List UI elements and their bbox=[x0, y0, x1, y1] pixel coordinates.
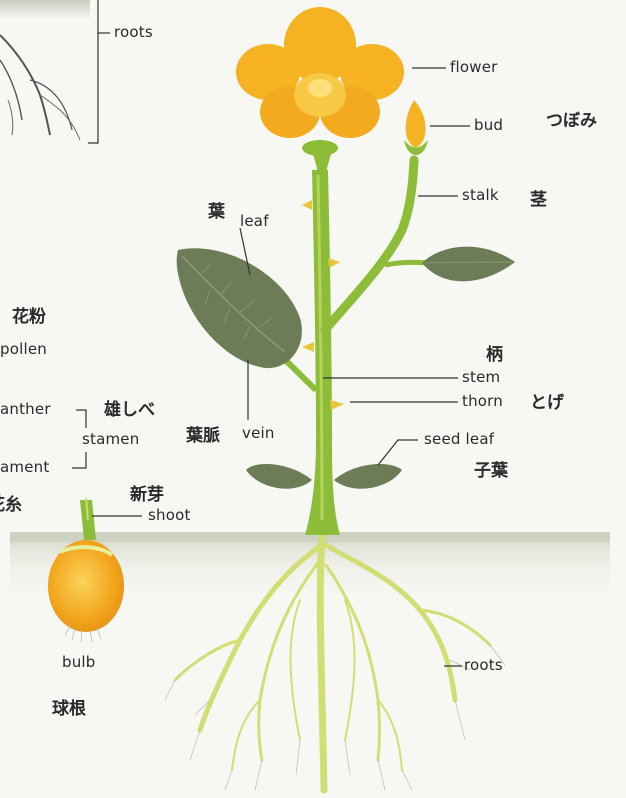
flower-head bbox=[236, 7, 404, 172]
leaf-jp-label: 葉 bbox=[208, 197, 225, 222]
bulb-label: bulb bbox=[62, 653, 96, 671]
stamen-label: stamen bbox=[82, 430, 139, 448]
seed-leaf-jp-label: 子葉 bbox=[474, 456, 508, 481]
flower-label: flower bbox=[450, 58, 498, 76]
filament-label: ament bbox=[0, 458, 49, 476]
bud-jp-label: つぼみ bbox=[546, 106, 597, 131]
vein-label: vein bbox=[242, 424, 275, 442]
filament-jp-label: 花糸 bbox=[0, 490, 22, 515]
vein-jp-label: 葉脈 bbox=[186, 421, 220, 446]
bulb-jp-label: 球根 bbox=[52, 694, 86, 719]
bud-shape bbox=[404, 100, 428, 155]
thorn-jp-label: とげ bbox=[530, 388, 564, 413]
bulb-shape bbox=[48, 498, 124, 642]
roots-top-label: roots bbox=[114, 23, 153, 41]
shoot-jp-label: 新芽 bbox=[130, 480, 164, 505]
stalk-jp-label: 茎 bbox=[530, 185, 547, 210]
stamen-jp-label: 雄しべ bbox=[104, 395, 155, 420]
bud-label: bud bbox=[474, 116, 503, 134]
stalk-label: stalk bbox=[462, 186, 499, 204]
seed-leaf-label: seed leaf bbox=[424, 430, 494, 448]
top-roots-fragment bbox=[0, 0, 110, 143]
stem-label: stem bbox=[462, 368, 500, 386]
anther-label: anther bbox=[0, 400, 51, 418]
pollen-jp-label: 花粉 bbox=[12, 302, 46, 327]
bud-stalk bbox=[325, 160, 414, 330]
roots-bottom-label: roots bbox=[464, 656, 503, 674]
shoot-label: shoot bbox=[148, 506, 191, 524]
stem-jp-label: 柄 bbox=[486, 340, 503, 365]
right-leaf bbox=[422, 247, 515, 282]
large-leaf bbox=[177, 248, 302, 368]
pollen-label: pollen bbox=[0, 340, 47, 358]
thorn-label: thorn bbox=[462, 392, 503, 410]
leaf-label: leaf bbox=[240, 212, 269, 230]
fine-roots bbox=[165, 645, 505, 790]
